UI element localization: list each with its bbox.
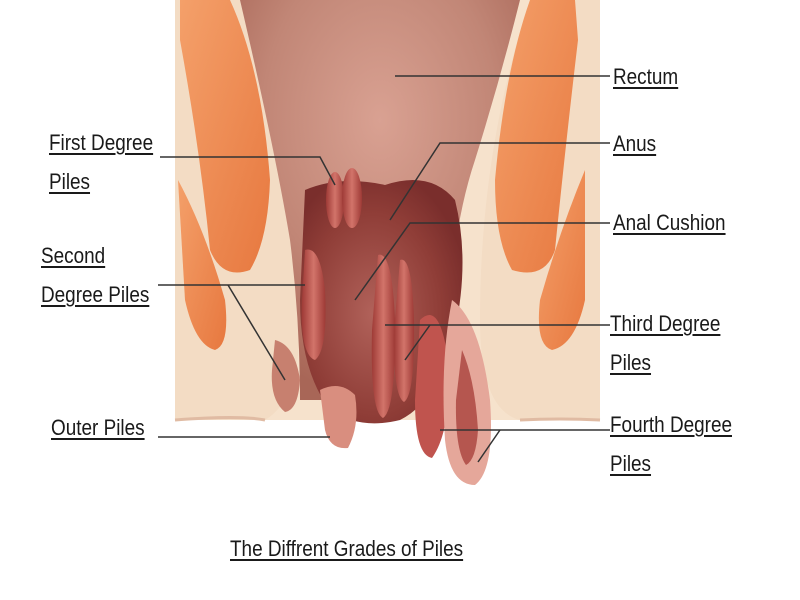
- label-outer-piles: Outer Piles: [51, 415, 145, 440]
- label-rectum: Rectum: [613, 64, 679, 89]
- skin-fold: [174, 416, 266, 422]
- leader-second-degree-2: [227, 284, 286, 381]
- label-anus: Anus: [613, 131, 657, 156]
- label-third-degree-line2: Piles: [610, 350, 652, 375]
- leader-lines: [158, 75, 610, 463]
- first-degree-piles: [326, 168, 362, 228]
- label-first-degree-line1: First Degree: [49, 130, 154, 155]
- figure-caption: The Diffrent Grades of Piles: [230, 536, 464, 561]
- leader-anal-cushion: [354, 222, 610, 301]
- leader-anus: [389, 142, 610, 221]
- outer-pile: [320, 386, 357, 449]
- third-degree-piles: [371, 254, 415, 418]
- skin-fold: [519, 417, 601, 422]
- outer-pile-left: [271, 340, 300, 412]
- muscle-left: [178, 0, 270, 350]
- leader-first-degree: [160, 156, 336, 186]
- leader-fourth-degree-2: [477, 429, 501, 463]
- muscle-right: [495, 0, 585, 350]
- label-fourth-degree-line2: Piles: [610, 451, 652, 476]
- label-fourth-degree-line1: Fourth Degree: [610, 412, 732, 437]
- second-degree-pile: [301, 249, 326, 360]
- label-first-degree-line2: Piles: [49, 169, 91, 194]
- label-third-degree-line1: Third Degree: [610, 311, 721, 336]
- fourth-degree-pile: [415, 300, 491, 485]
- leader-third-degree-2: [404, 324, 431, 361]
- label-second-degree-line1: Second: [41, 243, 106, 268]
- label-second-degree-line2: Degree Piles: [41, 282, 150, 307]
- label-anal-cushion: Anal Cushion: [613, 210, 726, 235]
